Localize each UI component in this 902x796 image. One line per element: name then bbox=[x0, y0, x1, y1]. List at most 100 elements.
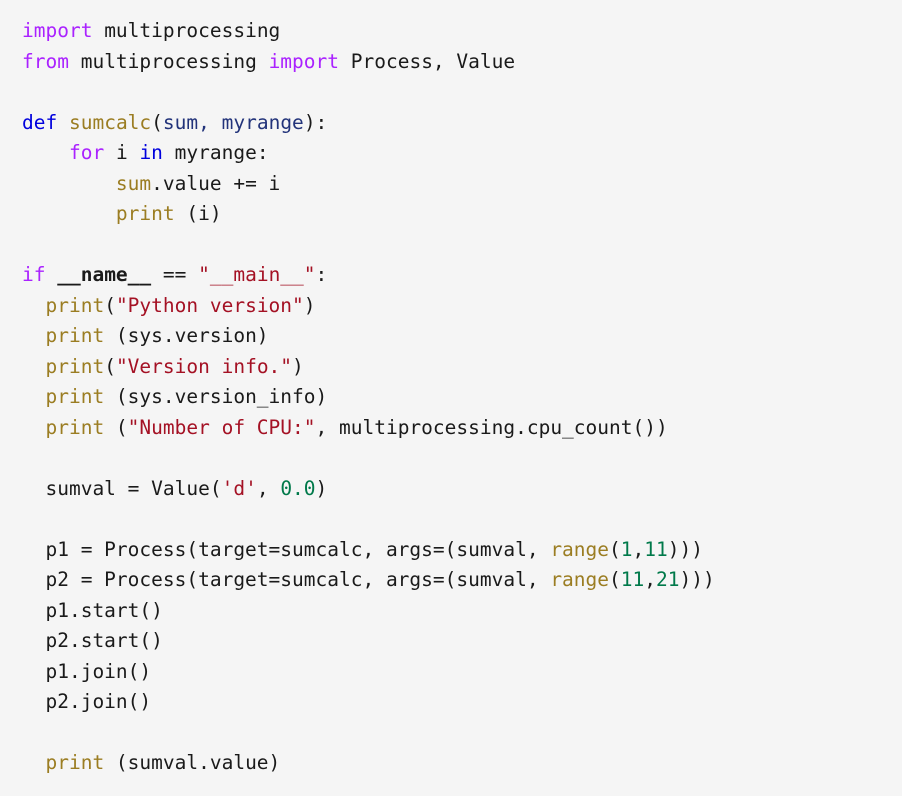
code-token-plain: == bbox=[151, 263, 199, 286]
code-token-number: 1 bbox=[620, 537, 633, 561]
code-token-number: 11 bbox=[620, 568, 645, 591]
code-token-keyword: from bbox=[22, 49, 69, 73]
code-line: print("Version info.") bbox=[22, 352, 902, 383]
code-line: p2 = Process(target=sumcalc, args=(sumva… bbox=[22, 565, 902, 596]
code-token-plain: ): bbox=[303, 110, 328, 134]
code-token-plain: ) bbox=[303, 293, 316, 317]
code-line bbox=[22, 504, 902, 535]
code-token-plain: , bbox=[256, 476, 281, 500]
code-token-plain: (i) bbox=[174, 202, 222, 225]
code-token-number: 0.0 bbox=[280, 476, 316, 500]
code-line: sum.value += i bbox=[22, 169, 902, 200]
code-token-number: 11 bbox=[644, 537, 668, 561]
code-token-builtin-function: range bbox=[550, 537, 610, 561]
code-line: print ("Number of CPU:", multiprocessing… bbox=[22, 413, 902, 444]
code-line bbox=[22, 718, 902, 749]
code-token-plain: (sumval.value) bbox=[104, 751, 281, 774]
code-token-builtin-function: range bbox=[550, 568, 610, 591]
code-line: print (i) bbox=[22, 199, 902, 230]
code-token-plain: ))) bbox=[667, 537, 703, 561]
code-token-plain: (sys.version_info) bbox=[104, 385, 328, 408]
code-line: from multiprocessing import Process, Val… bbox=[22, 47, 902, 78]
code-token-plain bbox=[22, 385, 45, 408]
code-token-builtin-function: sum bbox=[115, 171, 152, 195]
code-token-plain: ( bbox=[609, 568, 621, 591]
code-token-plain: p1.start() bbox=[22, 598, 163, 622]
code-token-plain bbox=[22, 324, 45, 347]
code-token-keyword: for bbox=[68, 141, 105, 164]
code-token-plain: p1 = Process(target=sumcalc, args=(sumva… bbox=[22, 537, 551, 561]
code-token-plain: p1.join() bbox=[22, 659, 152, 683]
code-line bbox=[22, 443, 902, 474]
code-token-plain: p2.start() bbox=[22, 629, 163, 652]
code-token-def-keyword: def bbox=[22, 110, 58, 134]
code-token-plain bbox=[22, 355, 45, 378]
code-line: if __name__ == "__main__": bbox=[22, 260, 902, 291]
code-token-plain: ( bbox=[151, 110, 163, 134]
code-token-keyword: if bbox=[22, 263, 46, 286]
code-token-plain: Process, Value bbox=[339, 49, 516, 73]
code-token-builtin-function: print bbox=[45, 324, 105, 347]
code-token-plain: .value += i bbox=[151, 171, 281, 195]
code-token-function-name: sumcalc bbox=[68, 110, 152, 134]
code-line: import multiprocessing bbox=[22, 16, 902, 47]
code-line: def sumcalc(sum, myrange): bbox=[22, 108, 902, 139]
code-line bbox=[22, 77, 902, 108]
code-token-plain: ))) bbox=[679, 568, 715, 591]
code-token-string: "Version info." bbox=[115, 354, 293, 378]
code-token-plain bbox=[22, 172, 116, 195]
code-token-number: 21 bbox=[656, 568, 680, 591]
code-token-plain: p2 = Process(target=sumcalc, args=(sumva… bbox=[22, 568, 551, 591]
code-line: print (sys.version) bbox=[22, 321, 902, 352]
code-token-plain: : bbox=[315, 263, 328, 286]
code-token-dunder: __name__ bbox=[57, 263, 152, 286]
code-token-plain bbox=[22, 141, 69, 164]
code-token-builtin-function: print bbox=[45, 354, 105, 378]
code-token-builtin-function: print bbox=[115, 202, 175, 225]
code-line: p2.start() bbox=[22, 626, 902, 657]
code-token-string: "__main__" bbox=[198, 263, 316, 286]
code-token-plain: ) bbox=[292, 354, 304, 378]
code-token-builtin-function: print bbox=[45, 293, 105, 317]
code-line bbox=[22, 230, 902, 261]
code-line: print (sumval.value) bbox=[22, 748, 902, 779]
code-token-plain: p2.join() bbox=[22, 690, 152, 713]
code-token-string: 'd' bbox=[221, 476, 257, 500]
code-token-plain bbox=[57, 111, 69, 134]
code-token-plain bbox=[22, 751, 45, 774]
code-token-plain: multiprocessing bbox=[68, 49, 269, 73]
code-token-plain: , multiprocessing.cpu_count()) bbox=[315, 415, 668, 439]
code-line: sumval = Value('d', 0.0) bbox=[22, 474, 902, 505]
code-token-def-keyword: in bbox=[139, 141, 163, 164]
code-token-plain: , bbox=[644, 568, 656, 591]
code-token-plain: , bbox=[632, 537, 645, 561]
code-token-plain bbox=[22, 202, 116, 225]
code-token-plain bbox=[45, 263, 57, 286]
code-token-plain: ( bbox=[104, 354, 116, 378]
code-line: for i in myrange: bbox=[22, 138, 902, 169]
code-line: print (sys.version_info) bbox=[22, 382, 902, 413]
code-token-builtin-function: print bbox=[45, 415, 105, 439]
code-token-plain: multiprocessing bbox=[92, 19, 281, 42]
code-token-parameter: sum, myrange bbox=[162, 110, 304, 134]
code-line: print("Python version") bbox=[22, 291, 902, 322]
code-token-plain: ( bbox=[104, 415, 128, 439]
code-token-plain bbox=[22, 294, 45, 317]
code-token-string: "Python version" bbox=[115, 293, 304, 317]
code-token-plain: ( bbox=[104, 293, 116, 317]
code-token-plain: (sys.version) bbox=[104, 324, 269, 347]
code-line: p1 = Process(target=sumcalc, args=(sumva… bbox=[22, 535, 902, 566]
code-line: p2.join() bbox=[22, 687, 902, 718]
code-token-builtin-function: print bbox=[45, 751, 105, 774]
code-token-plain: myrange: bbox=[162, 141, 269, 164]
code-line: p1.join() bbox=[22, 657, 902, 688]
code-line: p1.start() bbox=[22, 596, 902, 627]
code-token-plain: ( bbox=[609, 537, 621, 561]
code-token-keyword: import bbox=[268, 49, 340, 73]
code-token-plain: i bbox=[104, 141, 140, 164]
code-token-keyword: import bbox=[22, 19, 93, 42]
code-token-plain bbox=[22, 416, 45, 439]
code-token-plain: ) bbox=[315, 476, 328, 500]
code-token-builtin-function: print bbox=[45, 385, 105, 408]
